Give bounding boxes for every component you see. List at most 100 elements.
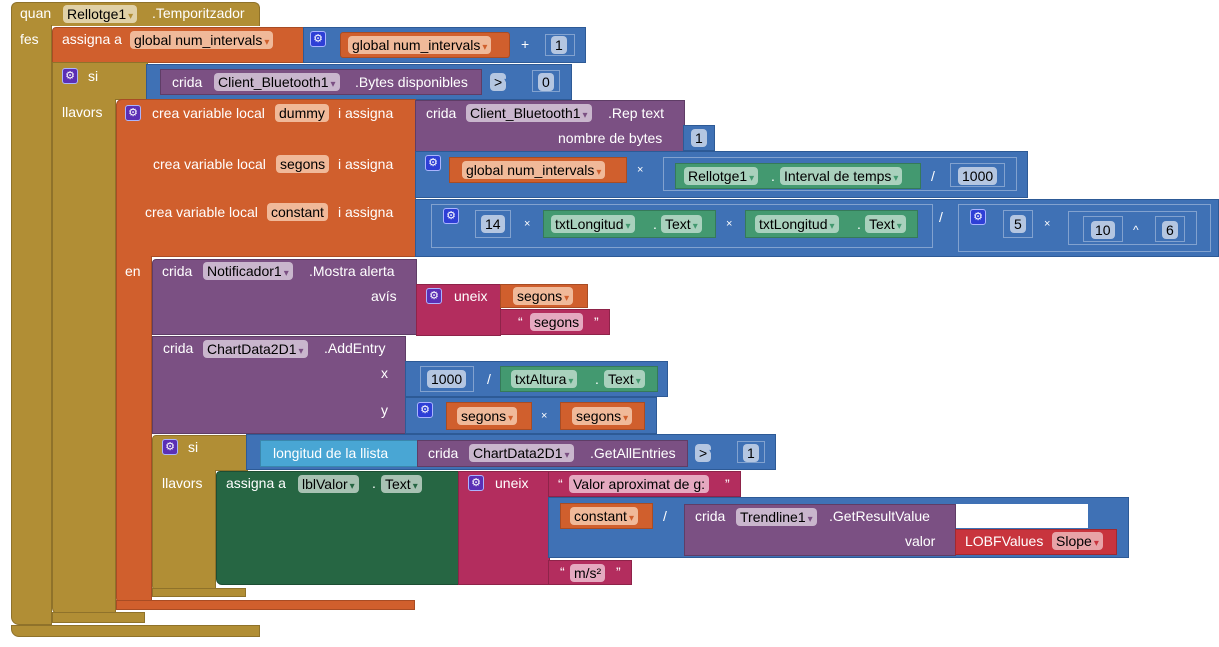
number-block[interactable] <box>1003 210 1033 238</box>
number-field[interactable]: 1000 <box>958 167 998 185</box>
segons-var-dropdown[interactable]: segons▾ <box>457 407 518 425</box>
number-field[interactable]: 14 <box>481 215 505 233</box>
dot-separator: . <box>653 216 657 232</box>
slope-option-dropdown[interactable]: Slope▾ <box>1052 532 1103 550</box>
dropdown-icon: ▾ <box>896 221 902 232</box>
get-result-value-call-block[interactable] <box>684 504 956 556</box>
receive-text-method: .Rep text <box>608 105 665 121</box>
number-field[interactable]: 5 <box>1010 215 1026 233</box>
get-global-label: global num_intervals <box>352 37 481 53</box>
number-field[interactable]: 1 <box>691 129 707 147</box>
compare-operator-dropdown[interactable]: >▾ <box>695 444 714 462</box>
event-block-body-left <box>11 25 52 625</box>
txtaltura-dropdown[interactable]: txtAltura▾ <box>511 370 578 388</box>
text-property-dropdown[interactable]: Text▾ <box>604 370 645 388</box>
divide-operator: / <box>663 508 667 524</box>
mutator-gear-icon[interactable]: ⚙ <box>426 288 442 304</box>
timer-component-dropdown[interactable]: Rellotge1▾ <box>63 5 138 23</box>
text-property-dropdown[interactable]: Text▾ <box>381 475 422 493</box>
get-global-dropdown[interactable]: global num_intervals▾ <box>348 36 492 54</box>
mutator-gear-icon[interactable]: ⚙ <box>310 31 326 47</box>
multiply-operator: × <box>1044 218 1051 230</box>
dropdown-icon: ▾ <box>508 413 514 424</box>
txtaltura-label: txtAltura <box>515 371 567 387</box>
dropdown-icon: ▾ <box>283 268 289 279</box>
dropdown-icon: ▾ <box>829 221 835 232</box>
dot-separator: . <box>595 371 599 387</box>
call-keyword: crida <box>172 74 203 90</box>
call-keyword: crida <box>695 508 726 524</box>
mutator-gear-icon[interactable]: ⚙ <box>443 208 459 224</box>
set-keyword: assigna a <box>226 475 286 491</box>
lblvalor-dropdown[interactable]: lblValor▾ <box>298 475 359 493</box>
number-field[interactable]: 1 <box>551 36 567 54</box>
dropdown-icon: ▾ <box>128 11 134 22</box>
dot-separator: . <box>771 168 775 184</box>
bluetooth-component-dropdown[interactable]: Client_Bluetooth1▾ <box>214 73 340 91</box>
txtlongitud-dropdown[interactable]: txtLongitud▾ <box>755 215 839 233</box>
mutator-gear-icon[interactable]: ⚙ <box>425 155 441 171</box>
dropdown-icon: ▾ <box>349 481 355 492</box>
local-var-name-segons[interactable]: segons <box>276 155 330 173</box>
get-global-dropdown[interactable]: global num_intervals▾ <box>462 161 606 179</box>
mutator-gear-icon[interactable]: ⚙ <box>62 68 78 84</box>
compare-operator-dropdown[interactable]: >▾ <box>490 73 509 91</box>
txtlongitud-dropdown[interactable]: txtLongitud▾ <box>551 215 635 233</box>
text-property-label: Text <box>665 216 691 232</box>
assign-keyword: i assigna <box>338 156 394 172</box>
quote-close: ” <box>725 476 730 492</box>
power-operator: ^ <box>1133 223 1139 237</box>
constant-var-dropdown[interactable]: constant▾ <box>570 507 638 525</box>
lobf-values-label: LOBFValues <box>965 533 1044 549</box>
dropdown-icon: ▾ <box>628 513 634 524</box>
quote-open: “ <box>518 314 523 330</box>
dropdown-icon: ▾ <box>568 376 574 387</box>
dropdown-icon: ▾ <box>807 514 813 525</box>
number-field[interactable]: 10 <box>1091 221 1115 239</box>
mutator-gear-icon[interactable]: ⚙ <box>970 209 986 225</box>
global-var-label: global num_intervals <box>134 32 263 48</box>
mutator-gear-icon[interactable]: ⚙ <box>468 475 484 491</box>
interval-property-dropdown[interactable]: Interval de temps▾ <box>780 167 903 185</box>
add-entry-method: .AddEntry <box>324 340 386 356</box>
trendline-blank-area <box>955 504 1088 528</box>
local-var-name-constant[interactable]: constant <box>267 203 328 221</box>
bytes-available-method: .Bytes disponibles <box>355 74 468 90</box>
text-string-field[interactable]: m/s² <box>570 564 606 582</box>
bluetooth-component-label: Client_Bluetooth1 <box>470 105 581 121</box>
interval-property-label: Interval de temps <box>784 168 892 184</box>
text-string-field[interactable]: segons <box>530 313 584 331</box>
list-length-block[interactable] <box>260 440 418 467</box>
text-property-dropdown[interactable]: Text▾ <box>661 215 702 233</box>
multiply-operator: × <box>541 410 548 422</box>
number-field[interactable]: 1 <box>743 444 759 462</box>
text-string-field[interactable]: Valor aproximat de g: <box>569 475 710 493</box>
chartdata-component-dropdown[interactable]: ChartData2D1▾ <box>203 340 308 358</box>
chartdata-component-label: ChartData2D1 <box>473 445 563 461</box>
text-property-dropdown[interactable]: Text▾ <box>865 215 906 233</box>
timer-component-dropdown[interactable]: Rellotge1▾ <box>684 167 759 185</box>
segons-var-dropdown[interactable]: segons▾ <box>513 287 574 305</box>
mutator-gear-icon[interactable]: ⚙ <box>125 105 141 121</box>
list-length-label: longitud de la llista <box>273 445 389 461</box>
notifier-component-dropdown[interactable]: Notificador1▾ <box>203 262 293 280</box>
chartdata-component-dropdown[interactable]: ChartData2D1▾ <box>469 444 574 462</box>
local-var-name-dummy[interactable]: dummy <box>275 104 329 122</box>
segons-var-dropdown[interactable]: segons▾ <box>572 407 633 425</box>
notifier-component-label: Notificador1 <box>207 263 282 279</box>
number-field[interactable]: 1000 <box>427 370 467 388</box>
local-variable-block[interactable] <box>116 99 416 257</box>
mutator-gear-icon[interactable]: ⚙ <box>417 402 433 418</box>
divide-operator: / <box>939 209 943 225</box>
mutator-gear-icon[interactable]: ⚙ <box>162 439 178 455</box>
trendline-component-dropdown[interactable]: Trendline1▾ <box>736 508 817 526</box>
show-alert-method: .Mostra alerta <box>309 263 395 279</box>
dropdown-icon: ▾ <box>635 376 641 387</box>
quote-close: ” <box>594 314 599 330</box>
number-field[interactable]: 0 <box>538 73 554 91</box>
global-var-dropdown[interactable]: global num_intervals▾ <box>130 31 274 49</box>
quote-open: “ <box>558 476 563 492</box>
bluetooth-component-dropdown[interactable]: Client_Bluetooth1▾ <box>466 104 592 122</box>
dropdown-icon: ▾ <box>749 173 755 184</box>
number-field[interactable]: 6 <box>1162 221 1178 239</box>
